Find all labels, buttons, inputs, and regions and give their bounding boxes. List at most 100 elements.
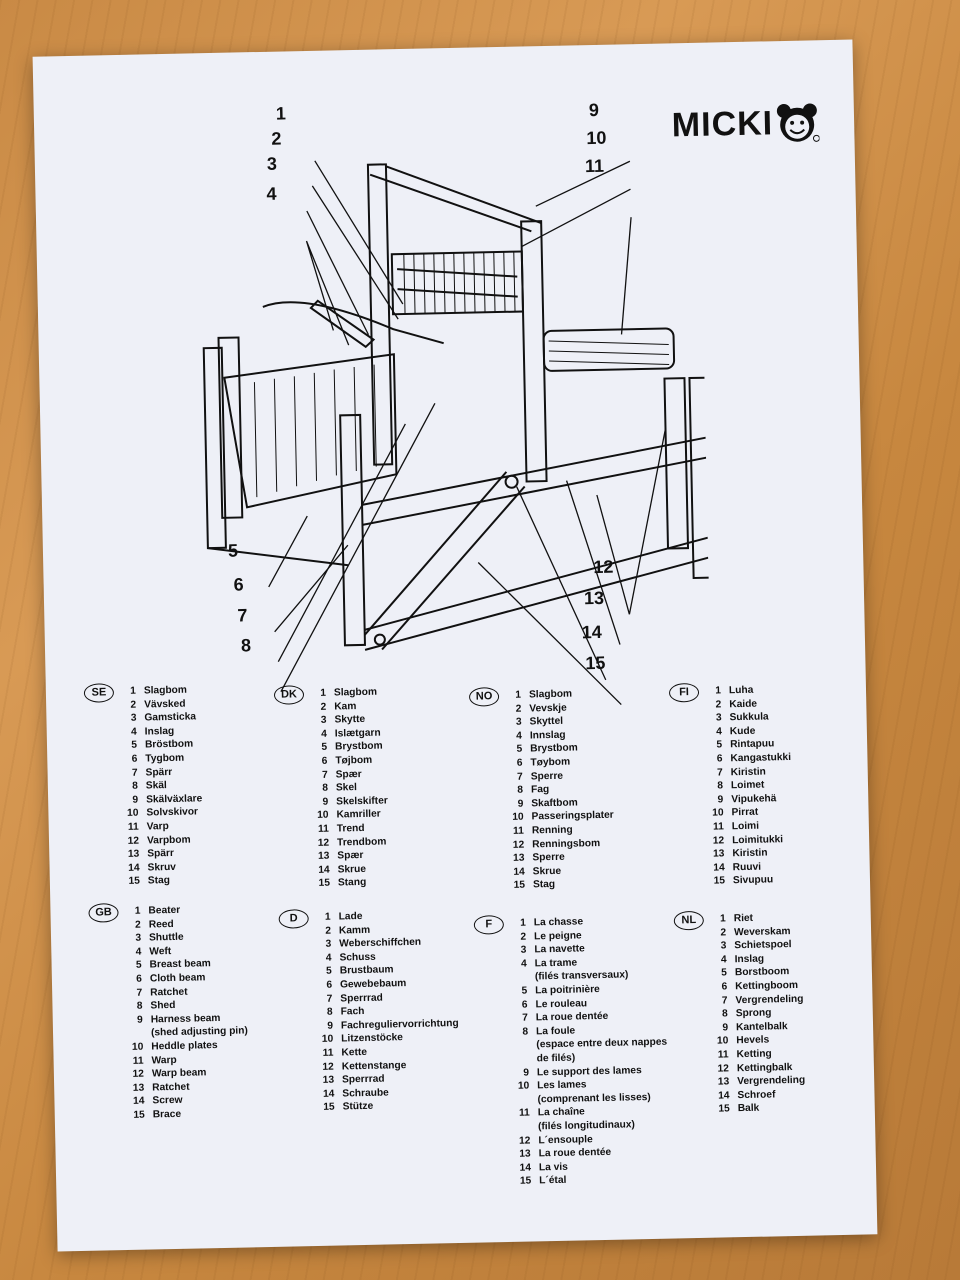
- part-name: Sperrrad: [340, 992, 383, 1005]
- part-number: 5: [321, 742, 328, 754]
- part-name: de filés): [536, 1052, 576, 1065]
- part-name: Inslag: [144, 725, 175, 738]
- part-number: 15: [318, 877, 331, 890]
- part-name: Skruv: [147, 861, 177, 874]
- part-name: La vis: [538, 1161, 568, 1174]
- loom-diagram: [202, 160, 712, 705]
- callout-number: 9: [588, 99, 600, 121]
- part-name: Stag: [147, 875, 171, 887]
- language-badge: GB: [88, 903, 119, 923]
- part-name: La chasse: [533, 916, 584, 929]
- part-number: 13: [127, 848, 140, 861]
- part-number: 11: [127, 821, 139, 833]
- part-name: Fach: [340, 1006, 365, 1018]
- part-name: Luha: [728, 684, 754, 697]
- part-name: Shed: [150, 1000, 176, 1012]
- part-name: Kettingboom: [735, 979, 799, 993]
- part-name: Innslag: [529, 729, 566, 742]
- callout-number: 8: [240, 635, 252, 656]
- legend-row: 15 L´étal: [511, 1172, 670, 1189]
- part-number: 5: [721, 967, 728, 979]
- part-number: 15: [513, 879, 526, 892]
- part-name: Kamriller: [336, 808, 381, 821]
- part-number: 3: [325, 938, 332, 950]
- part-number: 11: [518, 1107, 530, 1120]
- part-number: 4: [135, 946, 142, 958]
- part-name: Les lames: [537, 1079, 587, 1092]
- part-name: Inslag: [734, 953, 765, 965]
- part-number: 14: [513, 866, 525, 878]
- part-number: 11: [717, 1049, 729, 1061]
- part-number: 8: [132, 780, 138, 792]
- part-name: Schuss: [339, 951, 376, 964]
- part-name: L´étal: [539, 1175, 567, 1187]
- part-name: Tøjbom: [335, 754, 373, 767]
- part-name: Kamm: [338, 924, 371, 937]
- part-name: Warp: [151, 1054, 177, 1066]
- part-number: 2: [515, 703, 522, 715]
- part-number: 1: [320, 687, 327, 699]
- part-number: 6: [321, 755, 328, 767]
- part-name: Stag: [532, 879, 556, 891]
- part-name: La roue dentée: [535, 1011, 609, 1024]
- part-number: 14: [718, 1090, 730, 1102]
- part-name: Skrue: [532, 865, 562, 878]
- part-number: 2: [715, 699, 722, 711]
- callout-number: 15: [585, 652, 606, 674]
- part-number: 1: [715, 685, 722, 697]
- part-number: 1: [520, 917, 526, 929]
- part-number: 7: [716, 766, 723, 779]
- part-number: 12: [322, 1061, 334, 1073]
- part-number: 11: [322, 1047, 334, 1059]
- part-number: 1: [134, 905, 141, 917]
- part-number: 12: [317, 837, 330, 849]
- part-number: 2: [134, 919, 141, 931]
- part-name: Sperre: [530, 770, 564, 783]
- part-name: Schroef: [737, 1089, 776, 1101]
- part-name: Screw: [152, 1095, 183, 1107]
- part-name: Skälväxlare: [146, 793, 203, 806]
- part-number: 15: [718, 1103, 730, 1115]
- part-number: 3: [515, 716, 522, 728]
- part-number: 2: [130, 699, 137, 711]
- part-number: 4: [321, 728, 327, 740]
- part-number: 12: [512, 839, 525, 851]
- part-number: 15: [519, 1175, 532, 1188]
- callout-number: 3: [266, 153, 278, 174]
- part-name: Slagbom: [528, 688, 573, 701]
- part-number: [507, 971, 527, 985]
- part-number: 2: [325, 925, 332, 937]
- part-name: Fag: [530, 784, 550, 796]
- part-number: 13: [513, 852, 525, 864]
- part-number: 3: [320, 714, 327, 727]
- part-name: Stütze: [342, 1101, 374, 1113]
- part-number: 8: [322, 782, 329, 794]
- part-name: Kette: [341, 1046, 368, 1059]
- part-name: (filés transversaux): [534, 969, 629, 983]
- part-name: Kettenstange: [341, 1059, 407, 1072]
- part-name: Litzenstöcke: [341, 1032, 404, 1045]
- part-name: Breast beam: [149, 958, 211, 971]
- part-number: 7: [516, 771, 523, 783]
- part-name: Vipukehä: [731, 793, 777, 805]
- callout-number: 10: [586, 127, 607, 149]
- part-number: 1: [515, 689, 522, 701]
- part-name: Weverskam: [733, 925, 791, 938]
- callout-number: 7: [237, 605, 248, 626]
- part-name: Le support des lames: [536, 1064, 642, 1078]
- part-name: Schietspoel: [734, 939, 792, 952]
- part-number: 9: [132, 794, 139, 806]
- part-number: 4: [130, 726, 137, 738]
